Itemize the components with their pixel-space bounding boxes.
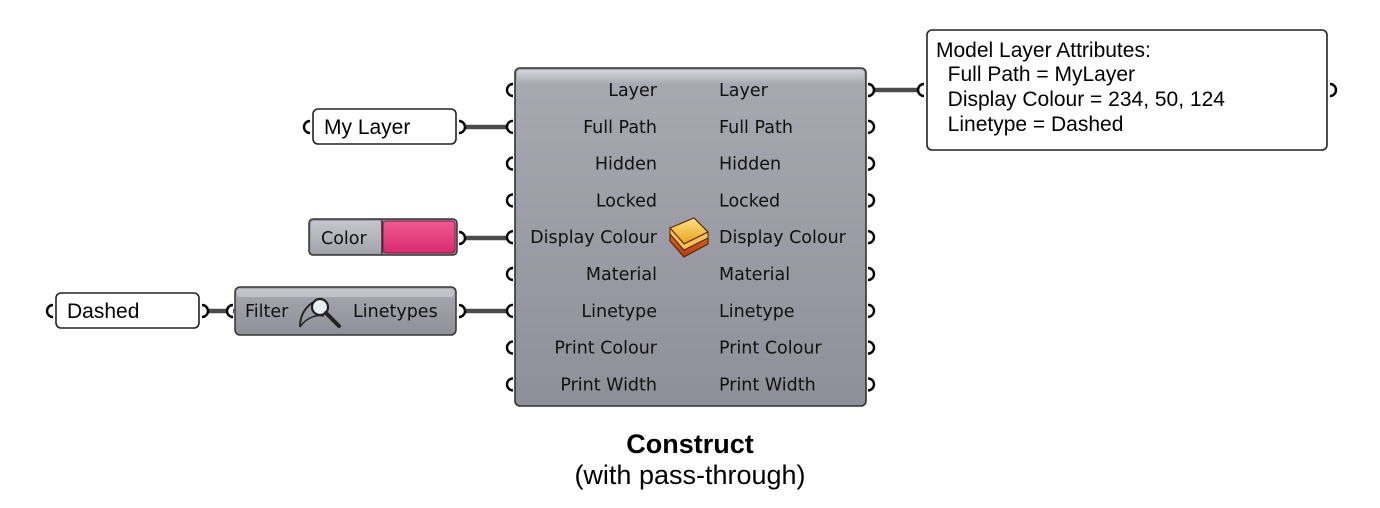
input-param-display-colour: Display Colour <box>530 228 658 248</box>
panel-line-3: Display Colour = 234, 50, 124 <box>936 88 1225 111</box>
input-param-locked: Locked <box>596 191 657 211</box>
magnifier-icon <box>299 297 341 328</box>
input-param-linetype: Linetype <box>581 302 657 322</box>
input-param-print-colour: Print Colour <box>554 339 657 359</box>
input-port-layer[interactable] <box>505 82 514 98</box>
output-param-linetype: Linetype <box>719 302 795 322</box>
output-port-layer[interactable] <box>867 82 876 98</box>
panel-line-4: Linetype = Dashed <box>936 113 1123 136</box>
filter-input-label: Filter <box>245 302 289 322</box>
input-port-print-colour[interactable] <box>505 340 514 355</box>
layer-name-input-port[interactable] <box>302 119 311 135</box>
linetype-name-input-port[interactable] <box>45 303 54 319</box>
input-param-material: Material <box>586 265 657 285</box>
output-param-display-colour: Display Colour <box>719 228 847 248</box>
caption-subtitle: (with pass-through) <box>574 460 805 490</box>
attributes-panel-input-port[interactable] <box>916 82 925 98</box>
output-param-material: Material <box>719 265 790 285</box>
layer-name-text: My Layer <box>324 116 410 139</box>
output-param-print-colour: Print Colour <box>719 339 822 359</box>
output-param-full-path: Full Path <box>719 118 793 138</box>
input-port-full-path[interactable] <box>505 119 514 134</box>
colour-swatch-output-port[interactable] <box>458 230 467 246</box>
input-param-print-width: Print Width <box>560 375 657 395</box>
input-param-layer: Layer <box>608 81 658 101</box>
output-port-locked[interactable] <box>867 193 876 208</box>
panel-line-1: Model Layer Attributes: <box>936 39 1151 62</box>
linetype-name-text: Dashed <box>67 300 139 323</box>
output-port-hidden[interactable] <box>867 156 876 171</box>
layer-stack-icon <box>668 217 710 258</box>
colour-swatch-label: Color <box>321 229 367 249</box>
output-param-layer: Layer <box>719 81 769 101</box>
attributes-panel-output-port[interactable] <box>1329 82 1338 98</box>
layer-name-panel[interactable]: My Layer <box>302 108 467 145</box>
caption-title: Construct <box>626 429 754 459</box>
input-port-print-width[interactable] <box>505 377 514 392</box>
input-port-material[interactable] <box>505 266 514 282</box>
output-port-display-colour[interactable] <box>867 230 876 245</box>
input-port-display-colour[interactable] <box>505 230 514 245</box>
layer-attributes-panel[interactable]: Model Layer Attributes: Full Path = MyLa… <box>916 29 1338 151</box>
output-port-print-colour[interactable] <box>867 340 876 355</box>
panel-line-2: Full Path = MyLayer <box>936 63 1135 86</box>
output-param-locked: Locked <box>719 191 780 211</box>
output-port-material[interactable] <box>867 266 876 282</box>
input-param-hidden: Hidden <box>595 155 657 175</box>
input-port-locked[interactable] <box>505 193 514 208</box>
input-param-full-path: Full Path <box>583 118 657 138</box>
output-param-hidden: Hidden <box>719 155 781 175</box>
input-port-hidden[interactable] <box>505 156 514 171</box>
layer-name-output-port[interactable] <box>458 119 467 135</box>
construct-output-ports <box>867 82 876 392</box>
linetype-name-output-port[interactable] <box>201 303 210 319</box>
filter-output-port[interactable] <box>458 303 467 319</box>
output-port-linetype[interactable] <box>867 303 876 318</box>
output-port-print-width[interactable] <box>867 377 876 392</box>
filter-linetypes-component[interactable]: Filter Linetypes <box>225 286 467 336</box>
output-param-print-width: Print Width <box>719 375 816 395</box>
filter-input-port[interactable] <box>225 303 234 319</box>
colour-swatch[interactable]: Color <box>308 218 467 256</box>
output-port-full-path[interactable] <box>867 119 876 134</box>
input-port-linetype[interactable] <box>505 303 514 318</box>
linetype-name-panel[interactable]: Dashed <box>45 292 210 329</box>
construct-input-ports <box>505 82 514 392</box>
colour-swatch-value[interactable] <box>382 220 456 254</box>
filter-output-label: Linetypes <box>353 302 438 322</box>
